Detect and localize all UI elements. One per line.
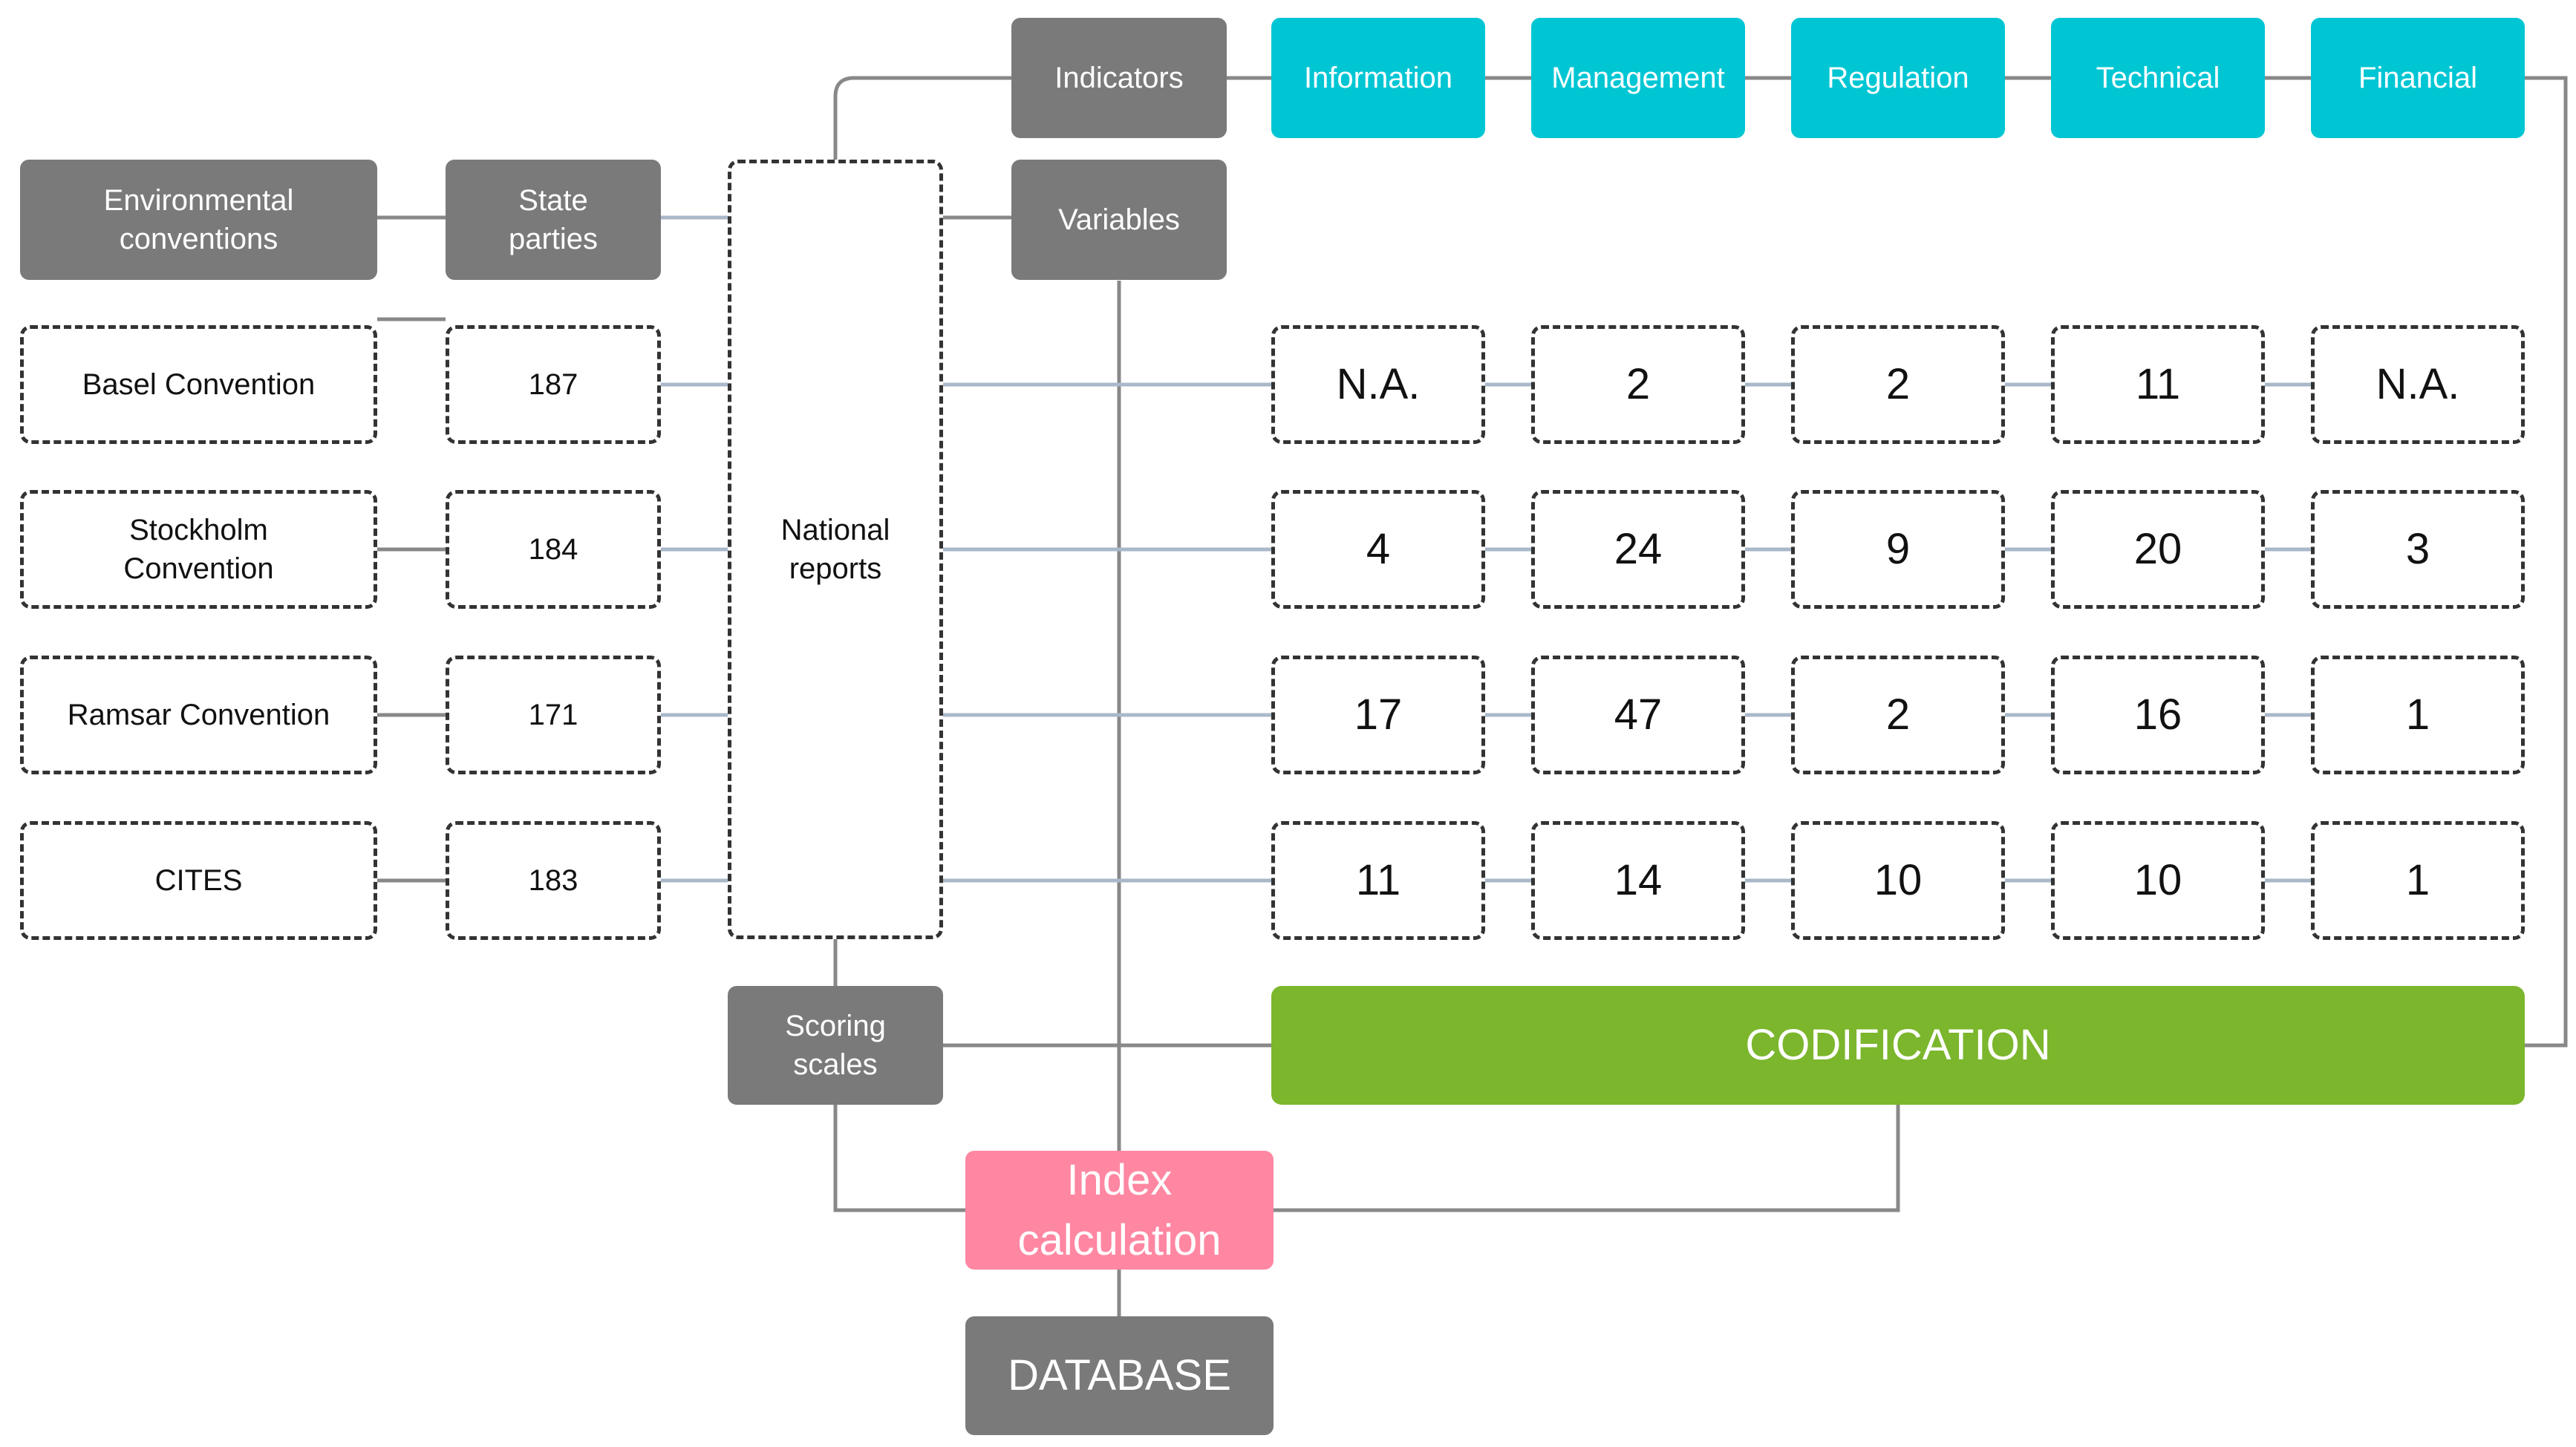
matrix-cell: 24	[1531, 490, 1745, 609]
matrix-cell: 9	[1791, 490, 2005, 609]
matrix-cell: 10	[1791, 821, 2005, 940]
matrix-cell: 3	[2311, 490, 2525, 609]
scoring-scales-box: Scoring scales	[728, 986, 943, 1105]
state-parties-count: 184	[446, 490, 661, 609]
matrix-cell: N.A.	[2311, 325, 2525, 444]
category-regulation: Regulation	[1791, 18, 2005, 138]
category-management: Management	[1531, 18, 1745, 138]
category-information: Information	[1271, 18, 1485, 138]
matrix-cell: 10	[2051, 821, 2265, 940]
connector-reports-indicators	[833, 76, 1011, 160]
connector-financial-codification	[2525, 76, 2568, 1048]
matrix-cell: N.A.	[1271, 325, 1485, 444]
matrix-cell: 1	[2311, 656, 2525, 774]
convention-name-box: Basel Convention	[20, 325, 377, 444]
indicators-box: Indicators	[1011, 18, 1227, 138]
state-parties-count: 171	[446, 656, 661, 774]
matrix-cell: 1	[2311, 821, 2525, 940]
convention-name-box: CITES	[20, 821, 377, 940]
matrix-cell: 2	[1791, 325, 2005, 444]
codification-box: CODIFICATION	[1271, 986, 2525, 1105]
state-parties-count: 187	[446, 325, 661, 444]
matrix-cell: 11	[1271, 821, 1485, 940]
matrix-cell: 47	[1531, 656, 1745, 774]
category-technical: Technical	[2051, 18, 2265, 138]
variables-box: Variables	[1011, 160, 1227, 280]
matrix-cell: 14	[1531, 821, 1745, 940]
convention-name-box: Ramsar Convention	[20, 656, 377, 774]
index-calculation-box: Index calculation	[965, 1151, 1274, 1270]
state-parties-count: 183	[446, 821, 661, 940]
state-parties-box: State parties	[446, 160, 661, 280]
category-financial: Financial	[2311, 18, 2525, 138]
matrix-cell: 2	[1531, 325, 1745, 444]
matrix-cell: 4	[1271, 490, 1485, 609]
environmental-conventions-box: Environmental conventions	[20, 160, 377, 280]
matrix-cell: 17	[1271, 656, 1485, 774]
database-box: DATABASE	[965, 1316, 1274, 1435]
matrix-cell: 2	[1791, 656, 2005, 774]
national-reports-box: National reports	[728, 160, 943, 939]
matrix-cell: 16	[2051, 656, 2265, 774]
convention-name-box: Stockholm Convention	[20, 490, 377, 609]
matrix-cell: 20	[2051, 490, 2265, 609]
matrix-cell: 11	[2051, 325, 2265, 444]
